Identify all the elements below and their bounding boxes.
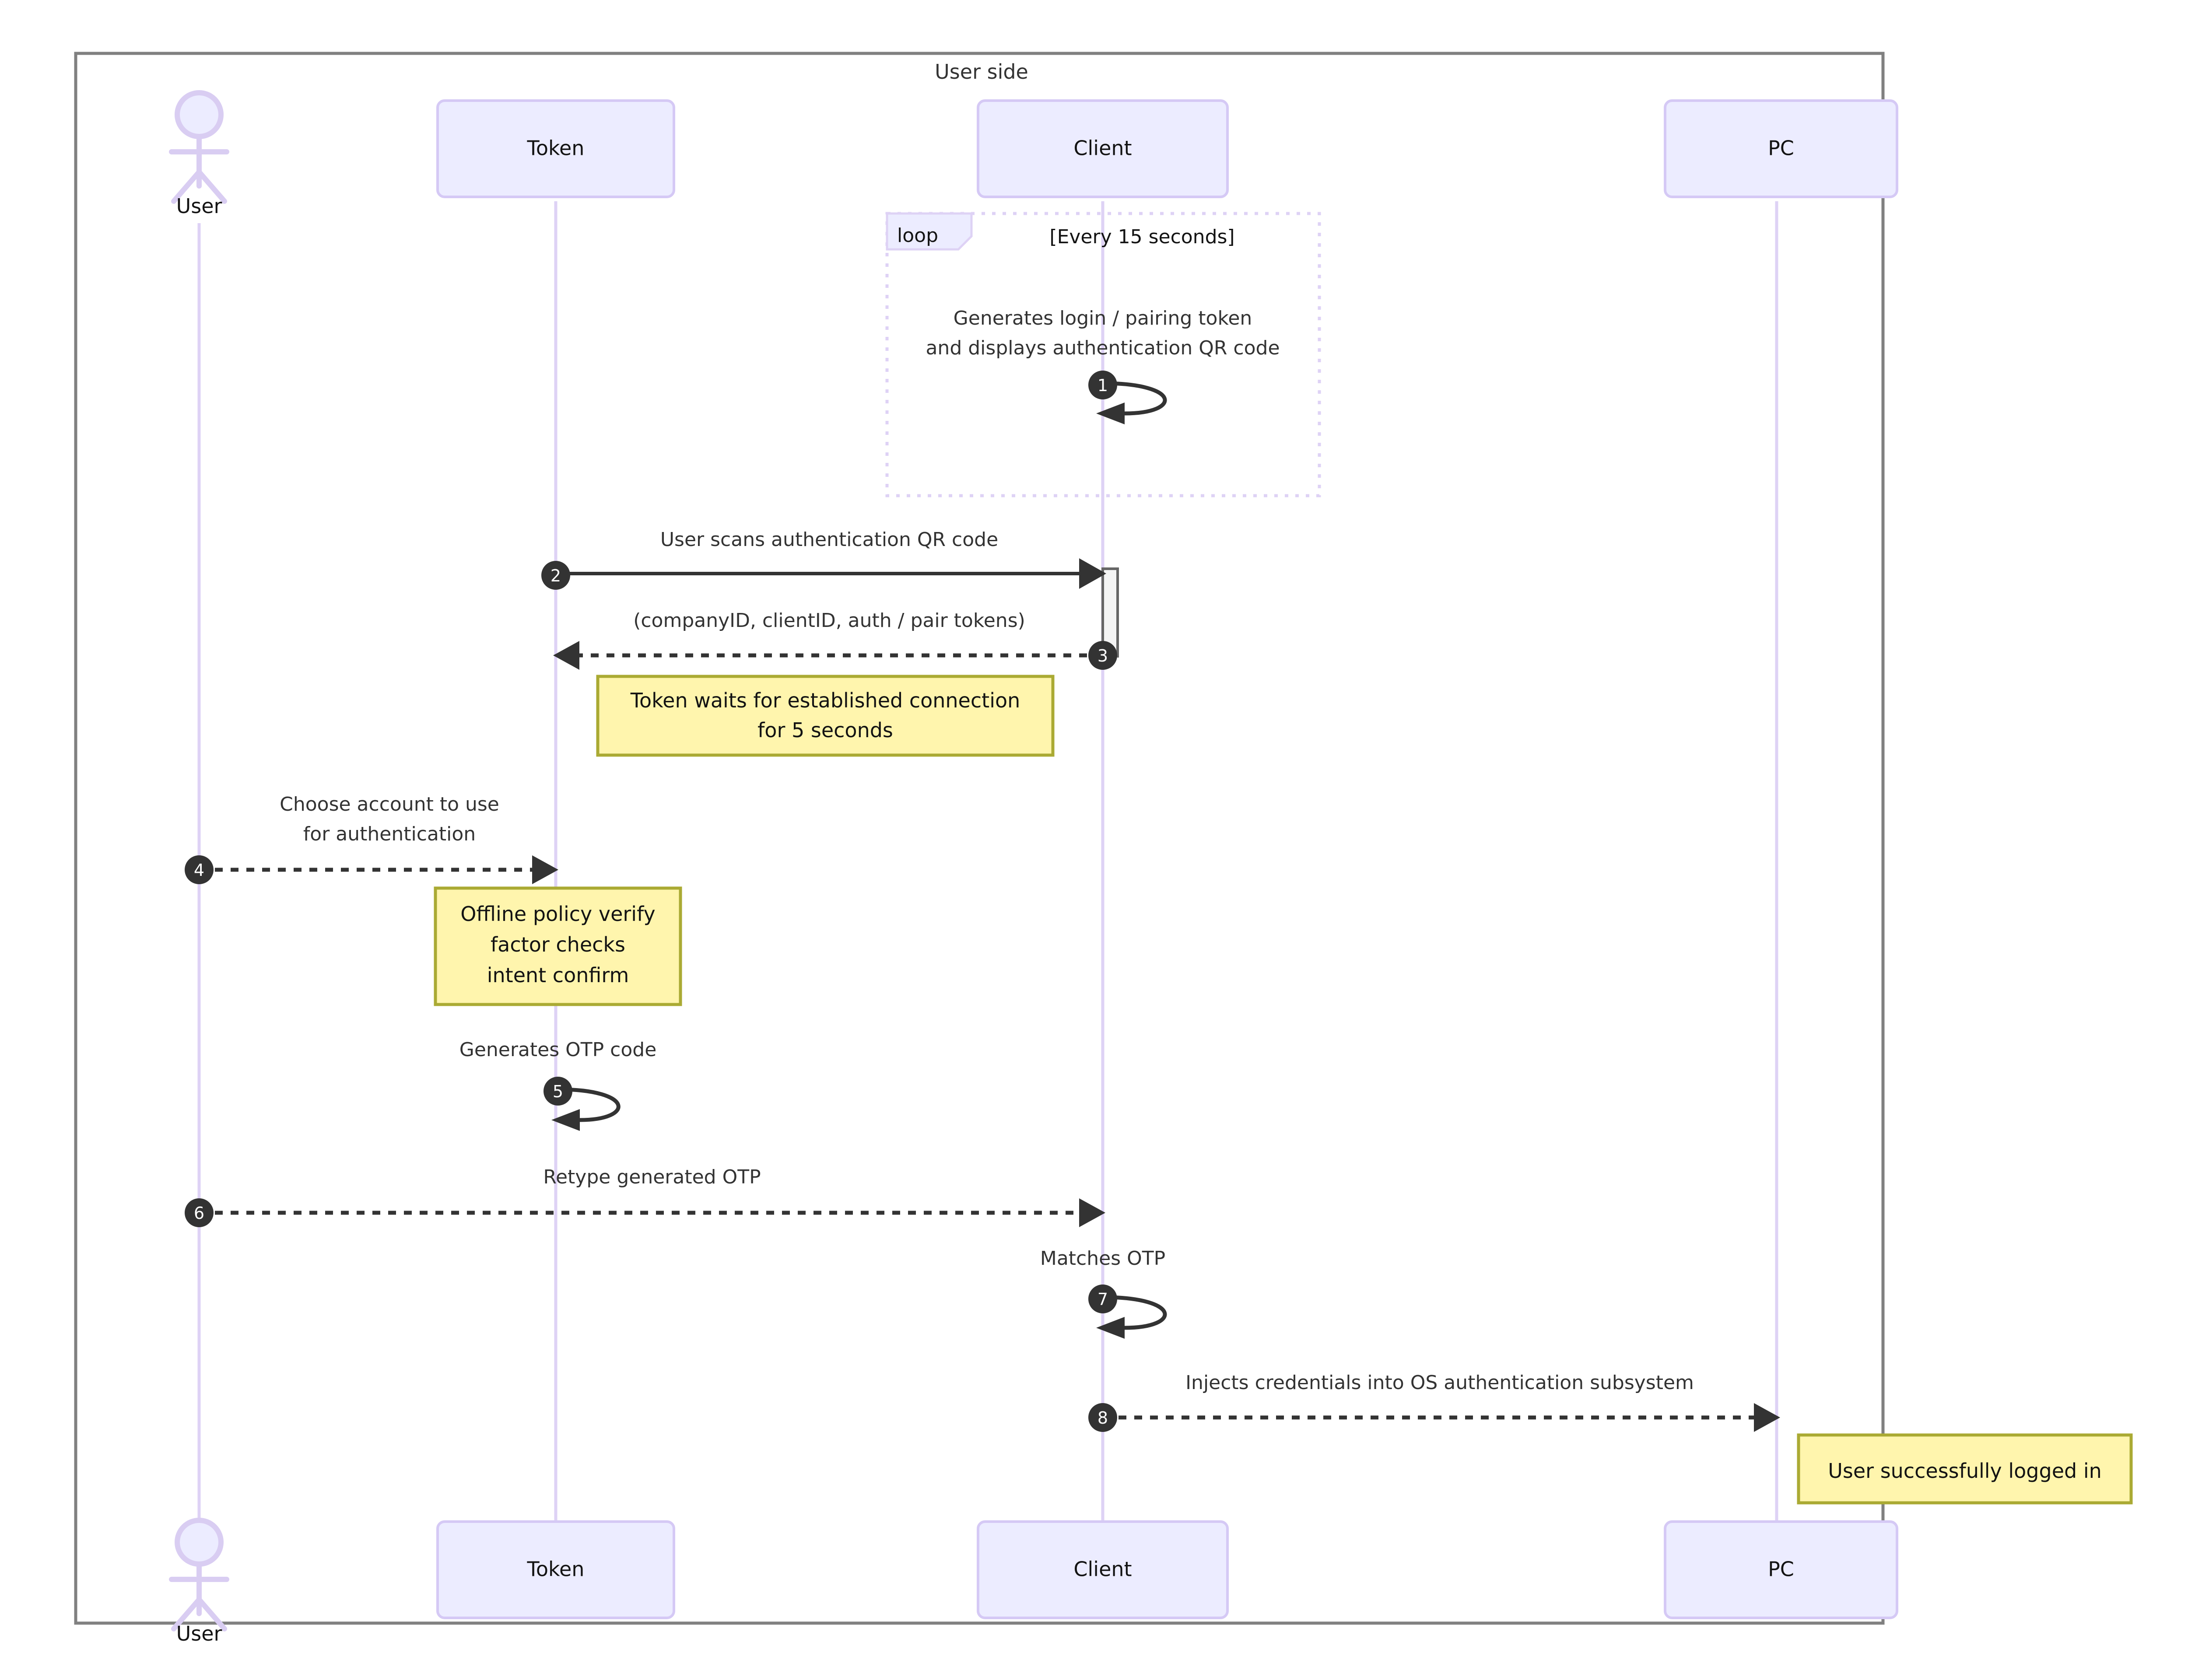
message-6-badge xyxy=(185,1198,214,1227)
participant-user-top[interactable]: User xyxy=(169,90,229,218)
loop-tab-shape xyxy=(886,212,973,251)
message-1-number: 1 xyxy=(1098,376,1108,395)
participant-pc-bottom[interactable]: PC xyxy=(1664,1520,1898,1619)
message-1-label-line1: Generates login / pairing token xyxy=(954,307,1252,329)
message-7-number: 7 xyxy=(1098,1290,1108,1309)
message-5-label: Generates OTP code xyxy=(459,1039,657,1061)
message-4-badge xyxy=(185,855,214,884)
message-6-number: 6 xyxy=(194,1204,204,1223)
participant-client-bottom[interactable]: Client xyxy=(977,1520,1229,1619)
participant-label-pc-bottom: PC xyxy=(1768,1558,1794,1581)
loop-condition-label: [Every 15 seconds] xyxy=(1049,226,1234,248)
message-5-number: 5 xyxy=(553,1082,563,1101)
participant-box-token-top xyxy=(436,99,675,198)
note-logged-in-line1: User successfully logged in xyxy=(1828,1459,2102,1483)
participant-client-top[interactable]: Client xyxy=(977,99,1229,198)
message-2[interactable]: User scans authentication QR code 2 xyxy=(541,528,1106,590)
message-3[interactable]: (companyID, clientID, auth / pair tokens… xyxy=(553,609,1117,670)
message-2-label: User scans authentication QR code xyxy=(660,528,998,551)
message-1-badge xyxy=(1088,371,1117,399)
participant-pc-top[interactable]: PC xyxy=(1664,99,1898,198)
message-1-label-line2: and displays authentication QR code xyxy=(926,337,1280,359)
participant-box-pc-bottom xyxy=(1664,1520,1898,1619)
actor-legs-icon-bottom xyxy=(171,1597,227,1631)
message-7[interactable]: Matches OTP 7 xyxy=(1040,1247,1167,1339)
message-2-number: 2 xyxy=(551,566,561,585)
message-7-arrowhead xyxy=(1096,1317,1125,1339)
activation-bar-client xyxy=(1101,567,1119,658)
message-6-label: Retype generated OTP xyxy=(543,1166,761,1188)
note-token-wait-line1: Token waits for established connection xyxy=(630,689,1020,712)
message-8-number: 8 xyxy=(1098,1408,1108,1428)
message-5-arrowhead xyxy=(551,1109,580,1131)
note-offline-policy-line2: factor checks xyxy=(491,933,625,956)
participant-label-token-bottom: Token xyxy=(527,1558,585,1581)
message-5-self-arrow xyxy=(558,1087,621,1122)
participant-label-client-top: Client xyxy=(1073,136,1132,160)
participant-label-user-bottom: User xyxy=(176,1622,222,1645)
message-4[interactable]: Choose account to use for authentication… xyxy=(185,793,558,884)
participant-label-pc-top: PC xyxy=(1768,136,1794,160)
participant-label-token-top: Token xyxy=(527,136,585,160)
message-7-label: Matches OTP xyxy=(1040,1247,1165,1270)
frame-border xyxy=(74,52,1885,1625)
actor-head-icon xyxy=(175,90,224,139)
message-6[interactable]: Retype generated OTP 6 xyxy=(185,1166,1105,1227)
message-4-label-line2: for authentication xyxy=(303,823,476,845)
message-1[interactable]: Generates login / pairing token and disp… xyxy=(926,307,1280,424)
message-5-badge xyxy=(543,1077,572,1106)
note-token-wait: Token waits for established connection f… xyxy=(596,675,1055,757)
note-offline-policy-box xyxy=(434,886,682,1006)
message-3-label: (companyID, clientID, auth / pair tokens… xyxy=(633,609,1025,632)
participant-token-top[interactable]: Token xyxy=(436,99,675,198)
message-8-badge xyxy=(1088,1403,1117,1432)
note-token-wait-box xyxy=(596,675,1055,757)
message-7-badge xyxy=(1088,1284,1117,1313)
message-2-arrowhead xyxy=(1079,558,1106,589)
note-logged-in: User successfully logged in xyxy=(1797,1433,2133,1505)
note-offline-policy-line3: intent confirm xyxy=(487,963,629,987)
message-6-arrowhead xyxy=(1079,1198,1105,1227)
message-7-self-arrow xyxy=(1102,1295,1167,1330)
message-1-arrowhead xyxy=(1096,402,1125,424)
participant-label-user-top: User xyxy=(176,194,222,218)
message-3-arrowhead xyxy=(553,641,579,670)
note-offline-policy: Offline policy verify factor checks inte… xyxy=(434,886,682,1006)
message-3-number: 3 xyxy=(1098,646,1108,665)
actor-legs-icon xyxy=(171,169,227,204)
message-8-label: Injects credentials into OS authenticati… xyxy=(1185,1372,1694,1394)
message-3-badge xyxy=(1088,641,1117,670)
message-4-label-line1: Choose account to use xyxy=(280,793,499,816)
note-token-wait-line2: for 5 seconds xyxy=(757,718,893,742)
participant-user-bottom[interactable]: User xyxy=(169,1518,229,1645)
message-4-arrowhead xyxy=(532,855,558,884)
participant-box-client-top xyxy=(977,99,1229,198)
frame-title: User side xyxy=(935,60,1028,84)
participant-box-token-bottom xyxy=(436,1520,675,1619)
participant-token-bottom[interactable]: Token xyxy=(436,1520,675,1619)
message-5[interactable]: Generates OTP code 5 xyxy=(459,1039,657,1131)
participant-box-client-bottom xyxy=(977,1520,1229,1619)
message-4-number: 4 xyxy=(194,861,204,880)
note-offline-policy-line1: Offline policy verify xyxy=(460,902,655,926)
note-logged-in-box xyxy=(1797,1433,2133,1505)
actor-head-icon-bottom xyxy=(175,1518,224,1567)
loop-tab-label: loop xyxy=(897,224,938,247)
loop-fragment: loop [Every 15 seconds] xyxy=(885,212,1321,497)
message-8-arrowhead xyxy=(1754,1403,1780,1432)
message-8[interactable]: Injects credentials into OS authenticati… xyxy=(1088,1372,1780,1432)
participant-label-client-bottom: Client xyxy=(1073,1558,1132,1581)
participant-box-pc-top xyxy=(1664,99,1898,198)
message-1-self-arrow xyxy=(1102,381,1167,416)
message-2-badge xyxy=(541,561,570,590)
